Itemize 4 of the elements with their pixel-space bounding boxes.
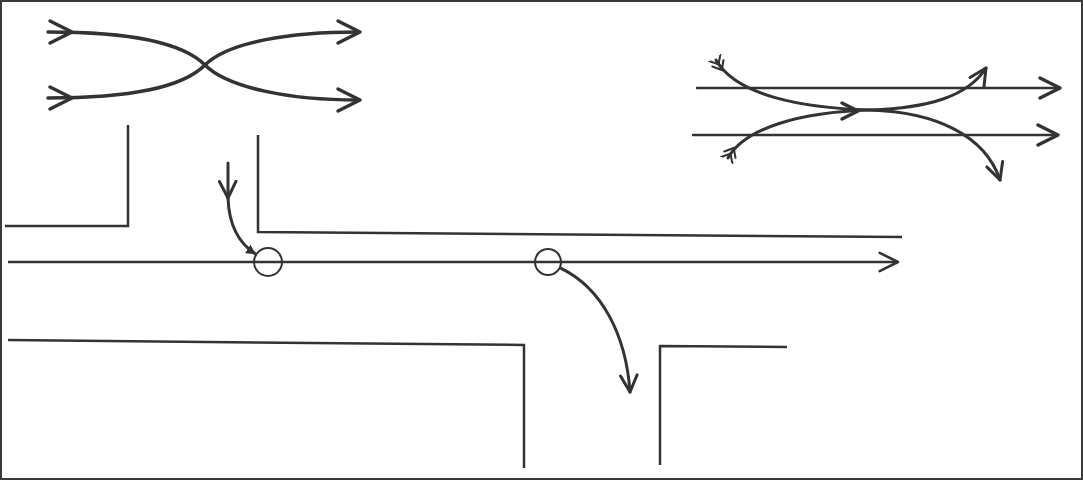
curved-arrow [559, 266, 639, 394]
conflict-point-circle [534, 248, 562, 276]
conflict-point-circle [253, 247, 283, 277]
curved-arrow [218, 161, 257, 256]
